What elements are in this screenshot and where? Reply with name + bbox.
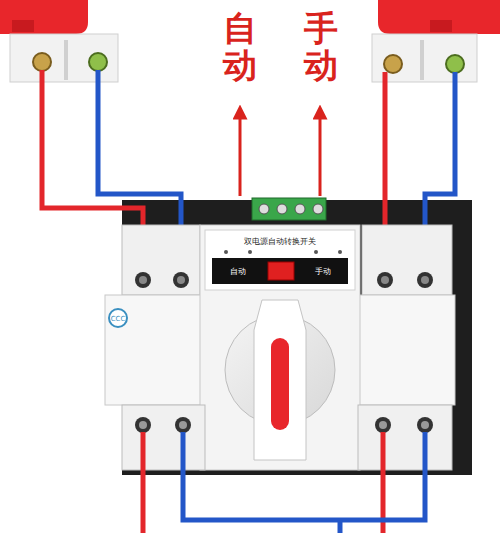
breaker-left (0, 0, 118, 82)
mode-label: 自动 (223, 10, 257, 85)
pointer-arrows (240, 112, 320, 196)
rotary-handle (225, 300, 335, 460)
toggle-label: 手动 (315, 266, 331, 277)
top-terminals (122, 225, 452, 295)
breaker-right (372, 0, 500, 82)
switch-body: CCC (105, 225, 455, 470)
bottom-terminals (122, 405, 452, 470)
svg-text:CCC: CCC (111, 315, 126, 323)
product-name: 双电源自动转换开关 (244, 236, 316, 247)
control-terminal (252, 198, 326, 220)
output-wires (143, 432, 425, 533)
mode-label: 手动 (304, 10, 338, 85)
toggle-label: 自动 (230, 266, 246, 277)
